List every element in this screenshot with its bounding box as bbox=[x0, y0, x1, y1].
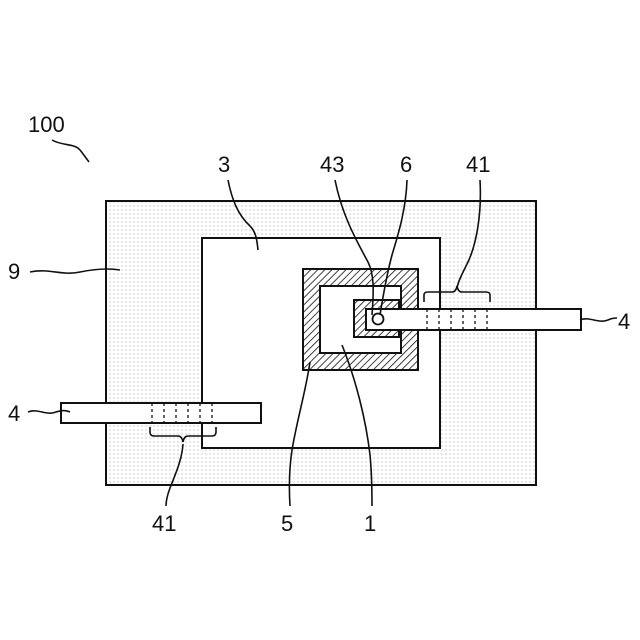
label-1: 1 bbox=[364, 511, 376, 536]
label-43: 43 bbox=[320, 152, 344, 177]
label-3: 3 bbox=[218, 152, 230, 177]
label-4-left: 4 bbox=[8, 401, 20, 426]
lead-right bbox=[366, 309, 581, 330]
label-41-left: 41 bbox=[152, 511, 176, 536]
lead-left bbox=[61, 403, 261, 423]
label-4-right: 4 bbox=[618, 309, 630, 334]
label-6: 6 bbox=[400, 152, 412, 177]
label-41-right: 41 bbox=[466, 152, 490, 177]
leader-4-right bbox=[580, 318, 617, 321]
label-9: 9 bbox=[8, 259, 20, 284]
label-5: 5 bbox=[281, 511, 293, 536]
leader-100 bbox=[52, 140, 89, 162]
label-100: 100 bbox=[28, 112, 65, 137]
via-6 bbox=[373, 314, 384, 325]
